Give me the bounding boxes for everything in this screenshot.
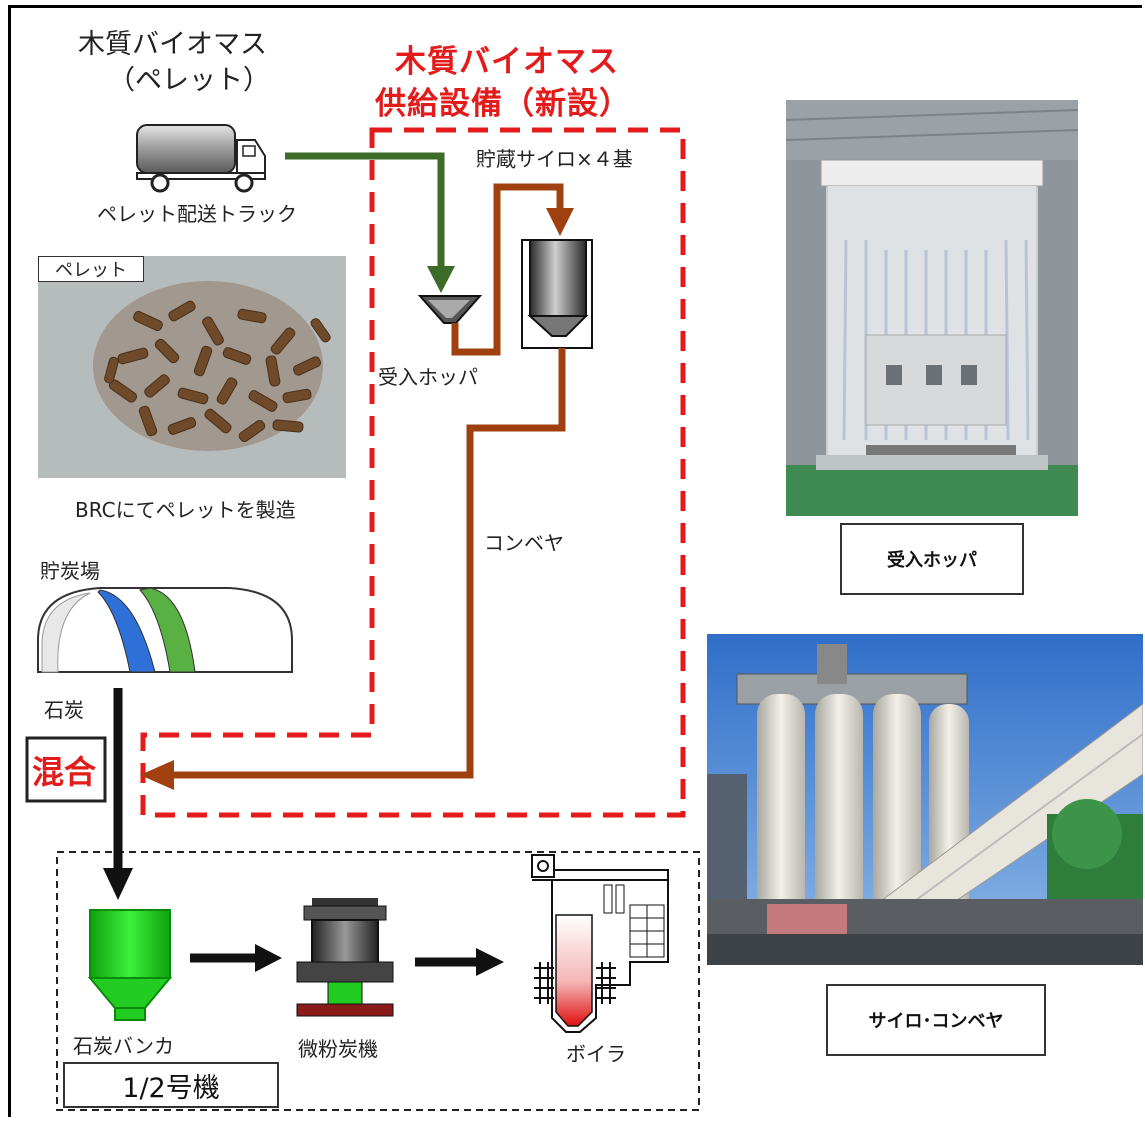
truck-label: ペレット配送トラック: [97, 202, 297, 226]
truck-to-hopper-arrow: [285, 152, 445, 268]
conveyor-label: コンベヤ: [484, 531, 564, 555]
facility-title: 木質バイオマス: [395, 44, 619, 80]
boiler-icon: [531, 854, 669, 1033]
mix-label: 混合: [32, 753, 97, 791]
mix-box: [25, 736, 107, 803]
biomass-subtitle: （ペレット）: [108, 65, 270, 96]
hopper-to-silo-line: [451, 183, 564, 356]
pellet-photo-tag: ペレット: [38, 256, 144, 282]
coal-yard-label: 貯炭場: [40, 559, 100, 583]
facility-subtitle: 供給設備（新設）: [375, 86, 631, 122]
hopper-icon: [417, 295, 483, 324]
silo-to-mix-conveyor: [170, 348, 566, 779]
boiler-label: ボイラ: [566, 1042, 626, 1066]
hopper-label: 受入ホッパ: [378, 365, 478, 389]
silo-icon: [521, 239, 593, 349]
unit-label: 1/2号機: [63, 1062, 279, 1108]
unit-boundary: [56, 851, 700, 1111]
hopper-photo: [786, 100, 1078, 516]
silo-photo: [707, 634, 1143, 965]
coal-bunker-label: 石炭バンカ: [73, 1034, 174, 1058]
coal-bunker-icon: [87, 909, 173, 1021]
silo-label: 貯蔵サイロ×４基: [476, 147, 633, 171]
coal-label: 石炭: [44, 698, 84, 722]
mill-icon: [296, 898, 394, 1017]
silo-photo-caption: サイロ･コンベヤ: [826, 984, 1046, 1056]
brc-label: BRCにてペレットを製造: [75, 498, 296, 522]
truck-icon: [136, 124, 266, 193]
biomass-title: 木質バイオマス: [78, 29, 267, 60]
outer-frame: [8, 5, 1142, 1117]
mill-label: 微粉炭機: [298, 1037, 378, 1061]
new-facility-boundary: [140, 127, 686, 818]
hopper-photo-caption: 受入ホッパ: [840, 523, 1024, 595]
coal-yard-icon: [37, 587, 293, 673]
pellet-photo: ペレット: [38, 256, 346, 478]
